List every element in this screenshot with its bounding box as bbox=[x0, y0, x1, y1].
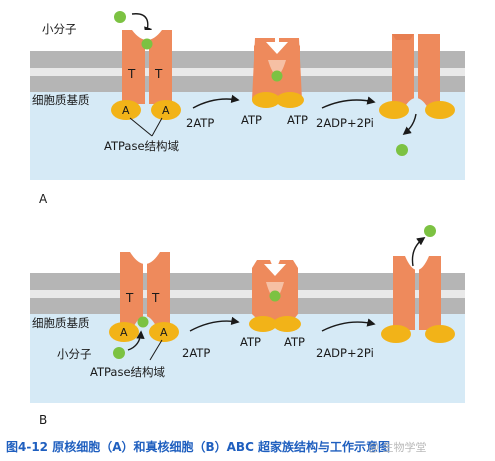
atpase-domain-right bbox=[149, 322, 179, 342]
small-molecule-label-b: 小分子 bbox=[57, 347, 92, 361]
atpase-domain-left bbox=[379, 101, 409, 119]
two-atp-label-b: 2ATP bbox=[182, 346, 210, 360]
transmembrane-letter: T bbox=[154, 67, 163, 81]
atpase-domain-right bbox=[425, 101, 455, 119]
exit-arrow-b bbox=[411, 237, 426, 267]
atpase-domain-label-b: ATPase结构域 bbox=[90, 365, 166, 379]
cytoplasm-label-b: 细胞质基质 bbox=[32, 316, 90, 330]
atpase-domain-label-a: ATPase结构域 bbox=[104, 139, 180, 153]
membrane-mid-a bbox=[30, 68, 465, 76]
panel-b: 细胞质基质 小分子 T T A A ATPase结构域 2ATP bbox=[30, 225, 465, 427]
transmembrane-domain-right bbox=[149, 30, 172, 104]
transporter-a-state3 bbox=[379, 34, 455, 119]
transmembrane-domain-left bbox=[122, 30, 145, 104]
atpase-domain-right bbox=[276, 92, 304, 108]
panel-label-a: A bbox=[39, 192, 48, 206]
small-molecule-label-a: 小分子 bbox=[42, 22, 77, 36]
transmembrane-letter: T bbox=[125, 291, 134, 305]
atpase-domain-right bbox=[273, 316, 301, 332]
atpase-domain-left bbox=[111, 100, 141, 120]
small-molecule-trapped-a bbox=[271, 70, 283, 82]
cytoplasm-label-a: 细胞质基质 bbox=[32, 93, 90, 107]
transporter-a-state2 bbox=[252, 38, 304, 108]
atpase-domain-right bbox=[151, 100, 181, 120]
panel-label-b: B bbox=[39, 413, 47, 427]
figure-caption: 图4-12 原核细胞（A）和真核细胞（B）ABC 超家族结构与工作示意图 bbox=[6, 439, 390, 454]
atp-label-b-right: ATP bbox=[284, 335, 305, 349]
atpase-letter: A bbox=[122, 104, 130, 117]
transporter-b-state3 bbox=[381, 256, 455, 343]
exit-arrow-a bbox=[402, 113, 417, 136]
atpase-letter: A bbox=[120, 326, 128, 339]
transmembrane-letter: T bbox=[151, 291, 160, 305]
two-adp-pi-label-b: 2ADP+2Pi bbox=[316, 346, 374, 360]
atpase-letter: A bbox=[162, 104, 170, 117]
step-arrow-b2 bbox=[321, 318, 376, 332]
small-molecule-bound-b bbox=[137, 316, 149, 328]
atp-label-b-left: ATP bbox=[240, 335, 261, 349]
step-arrow-b1 bbox=[189, 316, 240, 332]
step-arrow-a2 bbox=[321, 96, 376, 109]
panel-a: 小分子 细胞质基质 T T A A ATPase结构域 2ATP bbox=[30, 11, 465, 206]
transporter-b-state2 bbox=[249, 260, 301, 332]
atp-label-a-left: ATP bbox=[241, 113, 262, 127]
transmembrane-letter: T bbox=[127, 67, 136, 81]
step-arrow-a1 bbox=[192, 94, 240, 109]
small-molecule-trapped-b bbox=[269, 290, 281, 302]
atpase-domain-left bbox=[249, 316, 277, 332]
atp-label-a-right: ATP bbox=[287, 113, 308, 127]
small-molecule-b-start bbox=[113, 347, 125, 359]
transporter-b-state1: T T A A bbox=[109, 252, 179, 342]
membrane-mid-b bbox=[30, 290, 465, 298]
small-molecule-a-start bbox=[114, 11, 126, 23]
two-atp-label-a: 2ATP bbox=[186, 116, 214, 130]
small-molecule-released-b bbox=[424, 225, 436, 237]
small-molecule-released-a bbox=[396, 144, 408, 156]
atpase-domain-left bbox=[109, 322, 139, 342]
two-adp-pi-label-a: 2ADP+2Pi bbox=[316, 116, 374, 130]
transporter-a-state1: T T A A bbox=[111, 30, 181, 120]
atpase-letter: A bbox=[160, 326, 168, 339]
small-molecule-bound-a bbox=[141, 38, 153, 50]
entry-arrow-b bbox=[127, 330, 145, 351]
watermark: @ 生物学堂 bbox=[368, 440, 427, 454]
atpase-domain-left bbox=[252, 92, 280, 108]
atpase-domain-left bbox=[381, 325, 411, 343]
atpase-domain-right bbox=[425, 325, 455, 343]
